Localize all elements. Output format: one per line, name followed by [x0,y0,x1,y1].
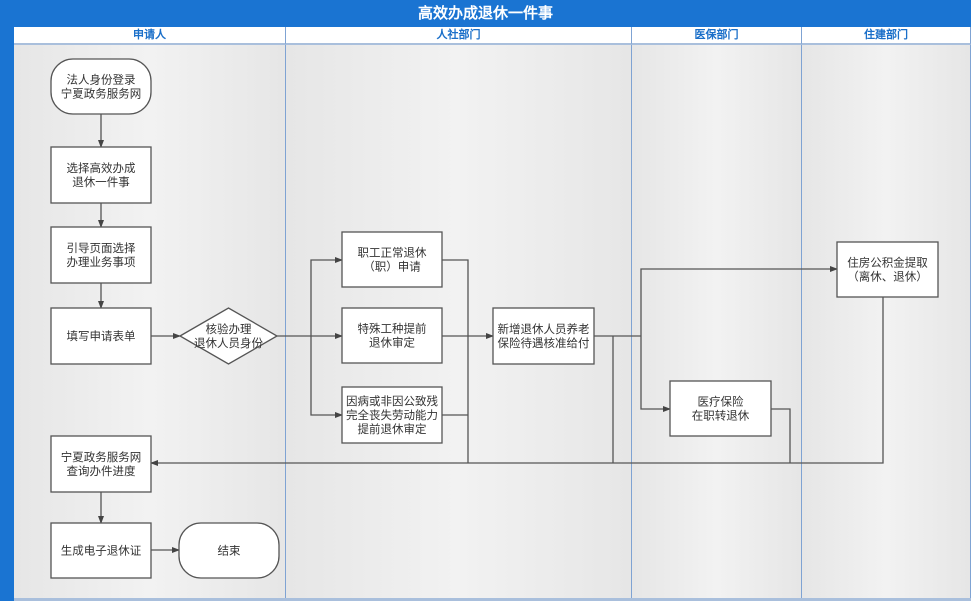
process-shape [492,307,595,365]
lane-header-medical: 医保部门 [632,27,802,45]
node-label: 办理业务事项 [67,255,136,269]
node-label: 查询办件进度 [67,464,136,478]
connector-to-housing [640,266,838,336]
left-border-strip [0,27,14,601]
lane-housing [802,45,971,598]
lane-header-applicant: 申请人 [14,27,286,45]
node-label: 医疗保险 [698,395,744,409]
connector-housing-out [150,297,884,466]
connector-to-medical [640,336,671,412]
process-shape [50,307,152,365]
node-label: 宁夏政务服务网 [61,450,142,464]
node-end: 结束 [178,522,280,579]
node-label: 退休审定 [369,336,415,350]
connectors [98,114,884,553]
node-label: 新增退休人员养老 [498,322,590,336]
node-label: 因病或非因公致残 [346,394,438,408]
node-label: 职工正常退休 [358,246,427,260]
process-shape [50,226,152,284]
chart-title: 高效办成退休一件事 [417,4,553,22]
node-label: 住房公积金提取 [847,256,928,270]
node-label: 退休人员身份 [194,336,263,350]
node-label: 填写申请表单 [67,329,136,343]
node-label: （离休、退休） [847,270,928,284]
node-label: 引导页面选择 [67,241,136,255]
process-shape [341,231,443,288]
process-shape [836,241,939,298]
node-label: 在职转退休 [692,409,750,423]
node-label: 选择高效办成 [67,161,136,175]
connector-medical-out [771,408,791,463]
lane-medical [632,45,802,598]
process-shape [50,522,152,579]
node-label: 退休一件事 [72,175,130,189]
decision-shape [178,307,279,365]
node-label: （职）申请 [363,260,421,274]
node-label: 结束 [218,544,241,558]
node-label: 核验办理 [206,322,252,336]
connector-branch-to-normal [310,257,343,336]
terminator-shape [50,58,152,115]
node-label: 提前退休审定 [358,422,427,436]
process-shape [669,380,772,437]
nodes: 法人身份登录宁夏政务服务网选择高效办成退休一件事引导页面选择办理业务事项填写申请… [50,58,939,579]
title-bar [0,0,971,27]
node-fill-form: 填写申请表单 [50,307,152,365]
terminator-shape [178,522,280,579]
node-normal-retire: 职工正常退休（职）申请 [341,231,443,288]
connector-branch-to-disability [310,336,343,418]
connector-normal-out [442,259,469,463]
process-shape [341,386,443,444]
process-shape [50,435,152,493]
bottom-border [14,598,971,601]
node-housing-fund: 住房公积金提取（离休、退休） [836,241,939,298]
lane-header-housing: 住建部门 [802,27,971,45]
node-label: 宁夏政务服务网 [61,87,142,101]
node-label: 保险待遇核准给付 [498,336,590,350]
process-shape [341,307,443,364]
node-label: 法人身份登录 [67,73,136,87]
node-label: 完全丧失劳动能力 [346,408,438,422]
process-shape [50,146,152,204]
node-e-certificate: 生成电子退休证 [50,522,152,579]
node-label: 特殊工种提前 [358,322,427,336]
lane-header-hrss: 人社部门 [286,27,632,45]
node-label: 生成电子退休证 [61,544,142,558]
